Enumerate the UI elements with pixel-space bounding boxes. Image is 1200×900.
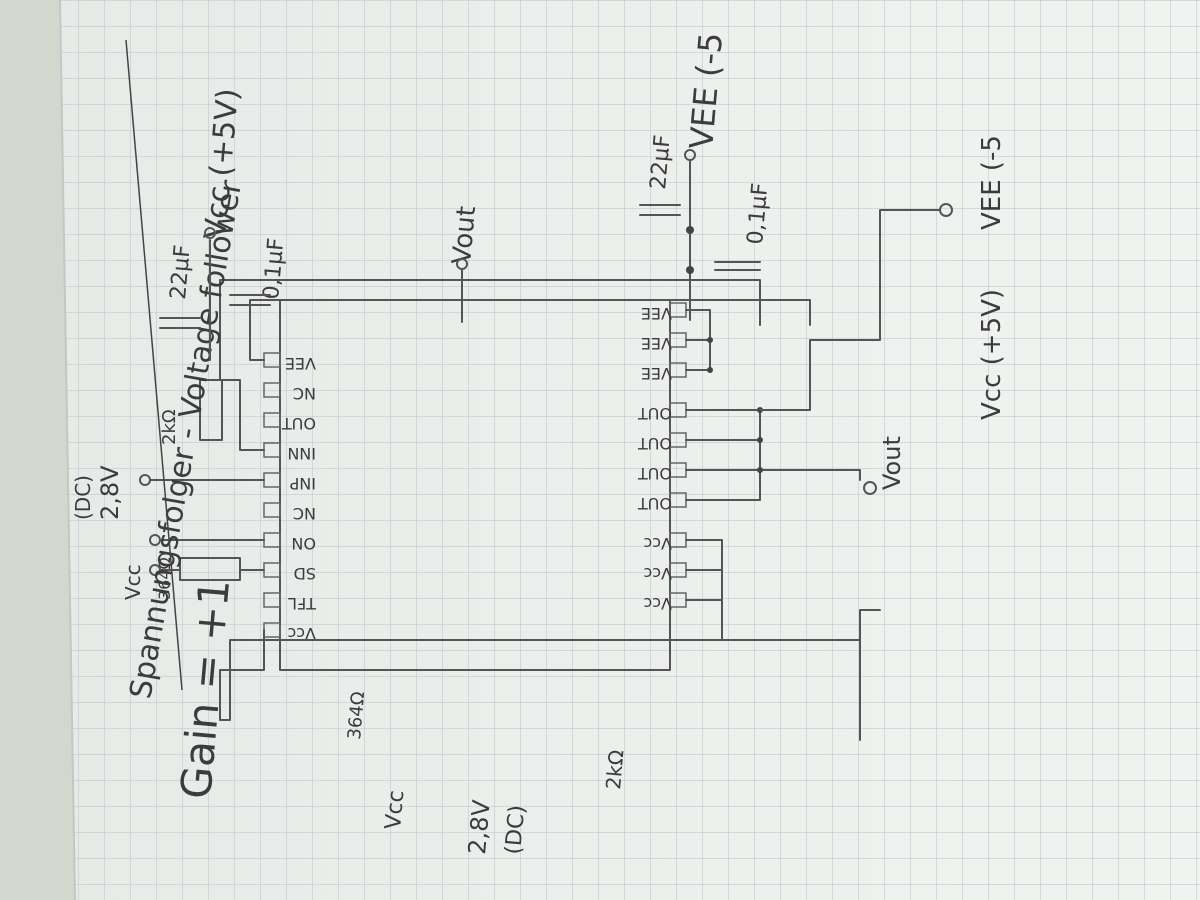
pin-label-on: ON bbox=[291, 534, 316, 553]
pin-label-vee-r2: VEE bbox=[641, 334, 672, 353]
pin-label-inp: INP bbox=[289, 474, 316, 493]
pin-label-vee-r3: VEE bbox=[641, 304, 672, 323]
cap-22-label: 22µF bbox=[166, 244, 196, 301]
cap-22-neg-label: 22µF bbox=[646, 134, 676, 191]
pin-label-nc: NC bbox=[293, 504, 316, 523]
pin-label-out-r3: OUT bbox=[638, 434, 672, 453]
pin-label-nc2: NC bbox=[293, 384, 316, 403]
pin-label-tfl: TFL bbox=[288, 594, 317, 613]
fb-res-text: 2kΩ bbox=[601, 749, 628, 791]
vcc-supply-label: Vcc (+5V) bbox=[977, 289, 1007, 420]
pin-label-out-r4: OUT bbox=[638, 404, 672, 423]
vcc-input-text: Vcc bbox=[381, 789, 409, 830]
pin-label-inn: INN bbox=[287, 444, 316, 463]
pin-label-vee: VEE bbox=[285, 354, 316, 373]
vout-block: Vout bbox=[447, 205, 482, 323]
input-voltage: 2,8V bbox=[96, 465, 124, 520]
input-type-text: (DC) bbox=[501, 804, 530, 855]
pin-label-vcc-r3: Vcc bbox=[643, 534, 672, 553]
right-pin-row: Vcc Vcc Vcc OUT OUT OUT OUT VEE VEE VEE bbox=[638, 302, 687, 613]
left-pin-row: Vcc TFL SD ON NC INP INN OUT NC VEE bbox=[263, 352, 317, 643]
pin-label-sd: SD bbox=[294, 564, 316, 583]
cap-01-label: 0,1µF bbox=[259, 237, 289, 301]
feedback-resistor-label: 2kΩ bbox=[159, 409, 180, 445]
pin-label-vcc-r1: Vcc bbox=[643, 594, 672, 613]
pin-label-out-r1: OUT bbox=[638, 494, 672, 513]
pin-label-vcc: Vcc bbox=[287, 624, 316, 643]
input-type: (DC) bbox=[71, 475, 95, 520]
sd-resistor-label: 364Ω bbox=[155, 557, 174, 600]
pin-label-out: OUT bbox=[282, 414, 316, 433]
pin-label-vcc-r2: Vcc bbox=[643, 564, 672, 583]
output-bus bbox=[685, 409, 761, 501]
vcc-input-label: Vcc bbox=[121, 564, 145, 600]
pin-label-vee-r1: VEE bbox=[641, 364, 672, 383]
pin-label-out-r2: OUT bbox=[638, 464, 672, 483]
input-block: Vcc 364Ω 2,8V (DC) 2kΩ bbox=[344, 690, 628, 855]
input-voltage-text: 2,8V bbox=[463, 798, 496, 855]
vcc-rail bbox=[219, 629, 861, 741]
vee-supply-label: VEE (-5 bbox=[977, 135, 1007, 230]
cap-01-neg-label: 0,1µF bbox=[743, 182, 773, 246]
vout-label: Vout bbox=[878, 436, 906, 490]
sd-res-text: 364Ω bbox=[344, 690, 369, 740]
feedback-resistor bbox=[199, 379, 223, 441]
vout-text: Vout bbox=[447, 205, 482, 266]
